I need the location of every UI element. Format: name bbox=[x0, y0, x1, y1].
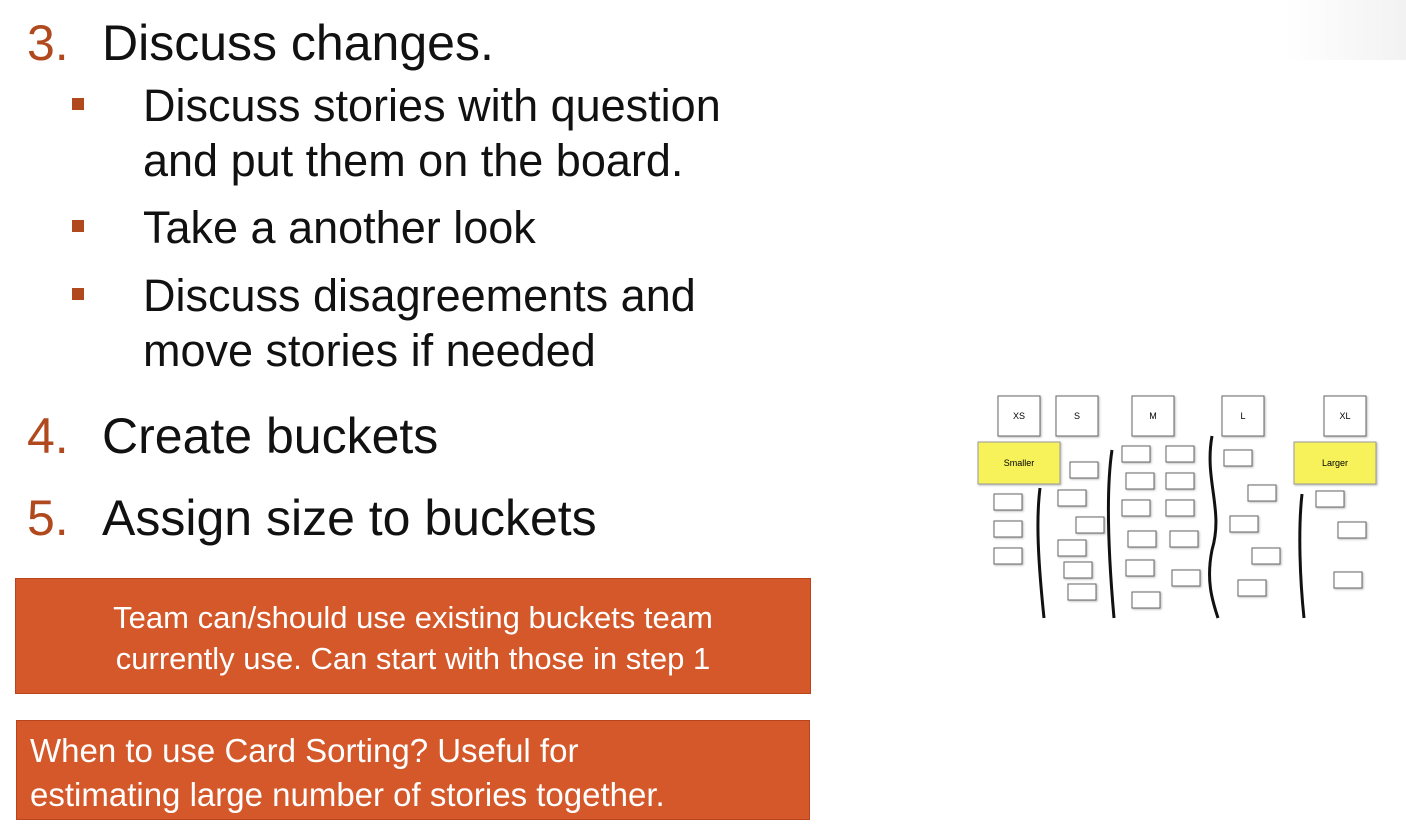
story-card bbox=[1247, 484, 1277, 502]
size-label-l: L bbox=[1240, 411, 1245, 421]
larger-label: Larger bbox=[1322, 458, 1348, 468]
bullet-marker bbox=[72, 288, 84, 300]
when-to-use-callout: When to use Card Sorting? Useful for est… bbox=[16, 720, 810, 820]
story-card bbox=[1131, 591, 1161, 609]
story-card bbox=[1237, 579, 1267, 597]
story-card bbox=[1251, 547, 1281, 565]
story-card bbox=[993, 520, 1023, 538]
substep-2-line-1: Take a another look bbox=[143, 202, 536, 253]
smaller-sticky: Smaller bbox=[977, 441, 1061, 485]
size-label-xs: XS bbox=[1013, 411, 1025, 421]
step-4-number: 4. bbox=[27, 408, 69, 464]
step-3-label: Discuss changes. bbox=[102, 15, 494, 71]
step-4-label: Create buckets bbox=[102, 408, 439, 464]
story-card bbox=[1169, 530, 1199, 548]
callout-line: currently use. Can start with those in s… bbox=[115, 641, 711, 676]
substep-3: Discuss disagreements and move stories i… bbox=[143, 268, 696, 378]
size-header-xl: XL bbox=[1323, 395, 1367, 437]
story-card bbox=[1223, 449, 1253, 467]
story-card bbox=[1067, 583, 1097, 601]
divider-line bbox=[1036, 487, 1046, 619]
story-card bbox=[1069, 461, 1099, 479]
story-card bbox=[1121, 499, 1151, 517]
story-card bbox=[1333, 571, 1363, 589]
substep-1-line-1: Discuss stories with question bbox=[143, 80, 721, 131]
size-header-s: S bbox=[1055, 395, 1099, 437]
story-card bbox=[1057, 489, 1087, 507]
callout-line: When to use Card Sorting? Useful for bbox=[30, 732, 579, 769]
story-card bbox=[1337, 521, 1367, 539]
step-3-number: 3. bbox=[27, 15, 69, 71]
size-label-m: M bbox=[1149, 411, 1157, 421]
corner-shadow bbox=[1286, 0, 1406, 60]
callout-line: Team can/should use existing buckets tea… bbox=[113, 600, 713, 635]
substep-1: Discuss stories with question and put th… bbox=[143, 78, 721, 188]
bullet-marker bbox=[72, 98, 84, 110]
size-header-l: L bbox=[1221, 395, 1265, 437]
story-card bbox=[1127, 530, 1157, 548]
card-sorting-board: XS S M L XL Smaller Larger bbox=[977, 395, 1377, 619]
story-card bbox=[1171, 569, 1201, 587]
smaller-label: Smaller bbox=[1004, 458, 1035, 468]
size-label-xl: XL bbox=[1339, 411, 1350, 421]
callout-line: estimating large number of stories toget… bbox=[30, 776, 665, 813]
story-card bbox=[1057, 539, 1087, 557]
story-card bbox=[1165, 472, 1195, 490]
divider-line bbox=[1106, 449, 1116, 619]
substep-1-line-2: and put them on the board. bbox=[143, 135, 684, 186]
story-card bbox=[1165, 499, 1195, 517]
larger-sticky: Larger bbox=[1293, 441, 1377, 485]
story-card bbox=[1121, 445, 1151, 463]
divider-line bbox=[1208, 435, 1220, 619]
step-5-label: Assign size to buckets bbox=[102, 490, 597, 546]
step-5-number: 5. bbox=[27, 490, 69, 546]
story-cards bbox=[993, 445, 1367, 609]
story-card bbox=[1075, 516, 1105, 534]
story-card bbox=[993, 493, 1023, 511]
substep-3-line-1: Discuss disagreements and bbox=[143, 270, 696, 321]
story-card bbox=[1165, 445, 1195, 463]
substep-3-line-2: move stories if needed bbox=[143, 325, 596, 376]
size-header-m: M bbox=[1131, 395, 1175, 437]
size-label-s: S bbox=[1074, 411, 1080, 421]
substep-2: Take a another look bbox=[143, 200, 536, 255]
existing-buckets-callout: Team can/should use existing buckets tea… bbox=[15, 578, 811, 694]
divider-line bbox=[1298, 493, 1306, 619]
story-card bbox=[993, 547, 1023, 565]
story-card bbox=[1125, 472, 1155, 490]
story-card bbox=[1229, 515, 1259, 533]
story-card bbox=[1125, 559, 1155, 577]
story-card bbox=[1063, 561, 1093, 579]
size-header-xs: XS bbox=[997, 395, 1041, 437]
bullet-marker bbox=[72, 220, 84, 232]
story-card bbox=[1315, 490, 1345, 508]
